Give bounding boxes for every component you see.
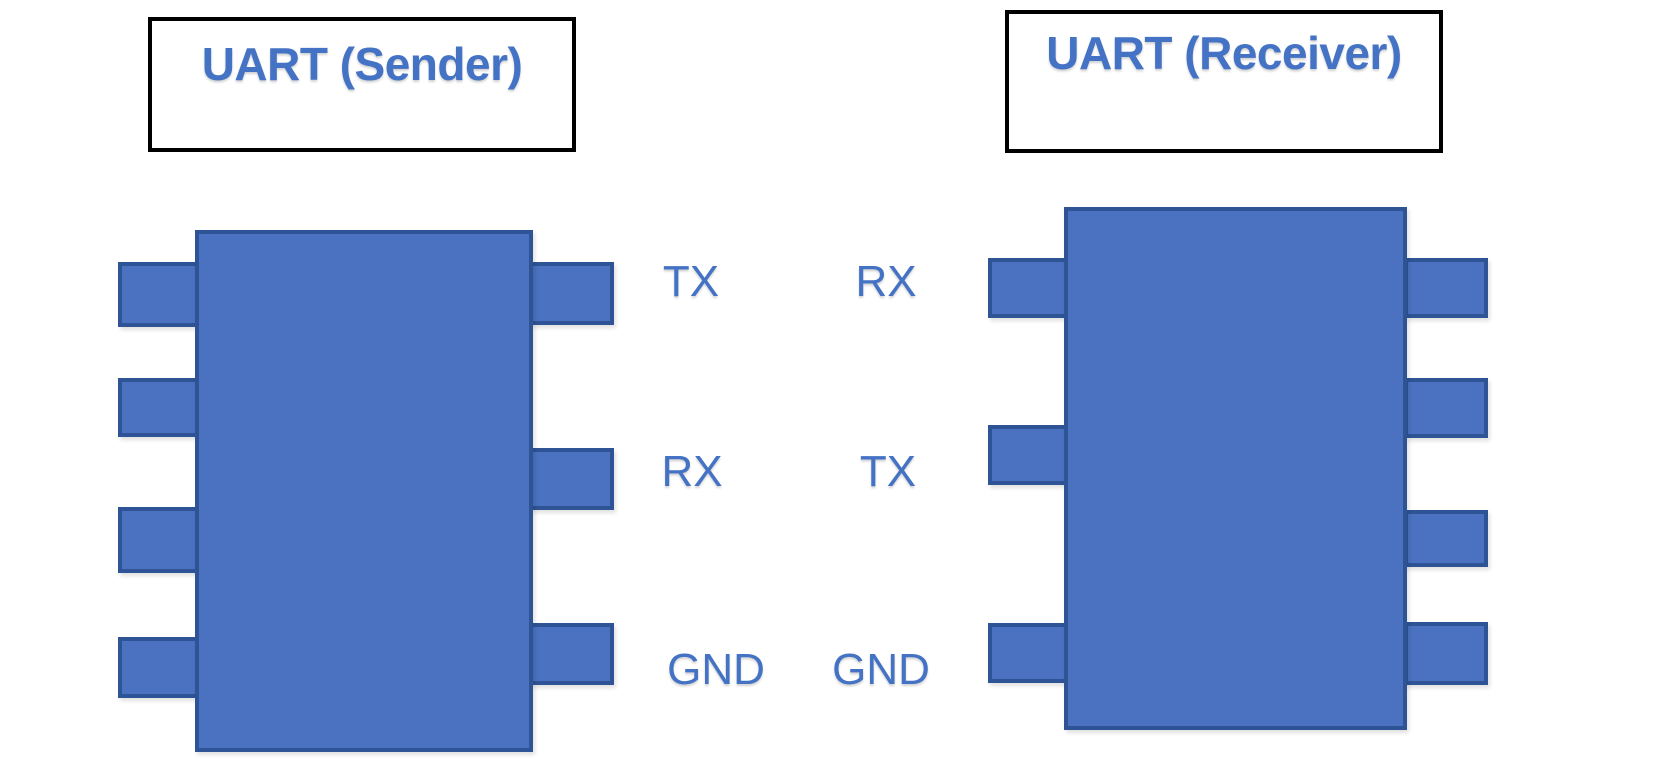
- receiver-pin-gnd: [988, 623, 1068, 683]
- sender-title: UART (Sender): [201, 38, 523, 90]
- receiver-title-box: UART (Receiver): [1005, 10, 1443, 153]
- sender-pin-left-4: [118, 637, 199, 698]
- receiver-rx-label: RX: [855, 257, 917, 306]
- sender-pin-tx: [529, 262, 614, 325]
- receiver-tx-label: TX: [859, 447, 917, 496]
- receiver-gnd-label: GND: [832, 645, 930, 694]
- receiver-pin-right-1: [1404, 258, 1488, 318]
- sender-gnd-label: GND: [667, 645, 765, 694]
- receiver-pin-right-2: [1404, 378, 1488, 438]
- sender-tx-label: TX: [662, 257, 720, 306]
- receiver-pin-right-4: [1404, 622, 1488, 685]
- receiver-pin-tx: [988, 425, 1068, 485]
- receiver-pin-rx: [988, 258, 1068, 318]
- receiver-chip-body: [1064, 207, 1407, 730]
- sender-chip-body: [195, 230, 533, 752]
- sender-pin-left-1: [118, 262, 199, 327]
- sender-pin-gnd: [529, 623, 614, 685]
- sender-pin-rx: [529, 448, 614, 510]
- sender-pin-left-2: [118, 378, 199, 437]
- receiver-title: UART (Receiver): [1046, 27, 1402, 79]
- sender-title-box: UART (Sender): [148, 17, 576, 152]
- sender-pin-left-3: [118, 507, 199, 573]
- sender-rx-label: RX: [661, 447, 723, 496]
- receiver-pin-right-3: [1404, 510, 1488, 567]
